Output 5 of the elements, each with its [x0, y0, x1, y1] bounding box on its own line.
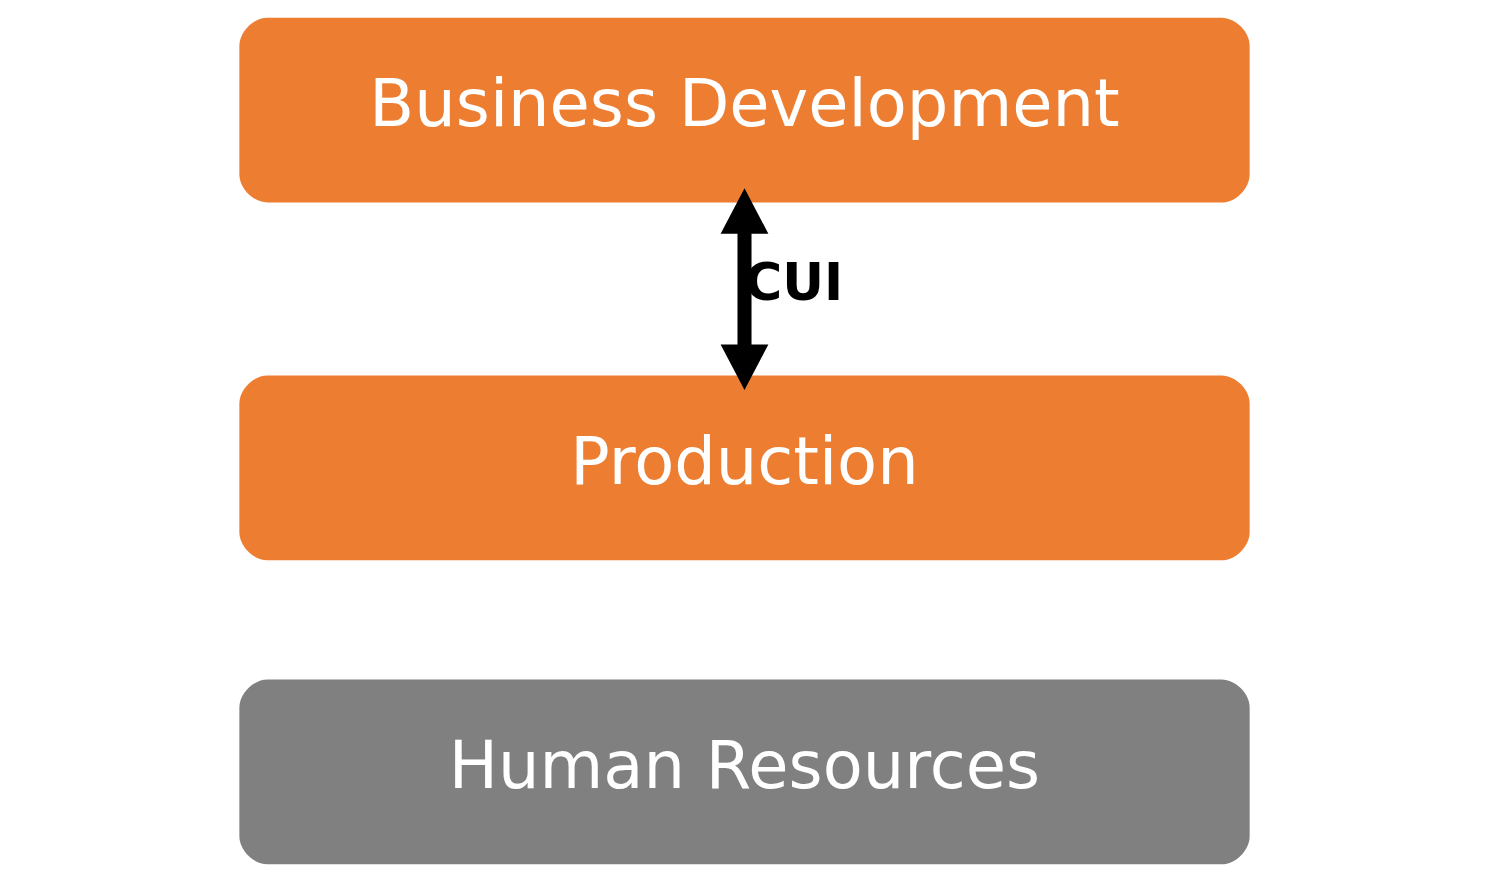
node-box: Business Development: [239, 17, 1250, 203]
node-box: Human Resources: [239, 679, 1250, 865]
arrow: [720, 188, 769, 390]
edge-label: CUI: [744, 251, 844, 312]
node-box: Production: [239, 375, 1250, 561]
